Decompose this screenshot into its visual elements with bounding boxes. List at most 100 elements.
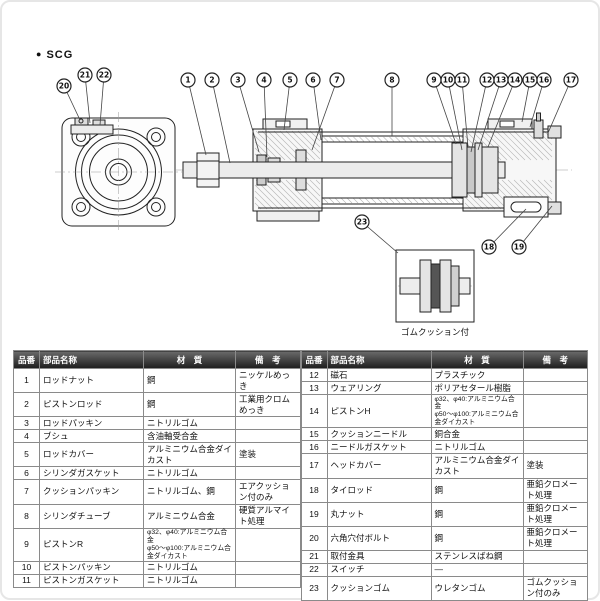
callout-balloon-14: 14 [507,72,523,88]
callout-number: 4 [261,76,266,85]
cell-name: ピストンガスケット [39,573,144,588]
cell-note [522,549,588,564]
series-label: ●SCG [36,49,73,61]
callout-leaders [63,74,572,254]
cell-no: 11 [13,573,40,588]
col-header-name: 部品名称 [39,350,144,369]
leader-line-23 [361,221,399,254]
cell-material: ニトリルゴム、鋼 [143,479,236,505]
callout-balloon-11: 11 [454,72,470,88]
callout-number: 19 [514,243,524,252]
cell-material: φ32、φ40:アルミニウム合金 φ50～φ100:アルミニウム合金ダイカスト [143,527,236,562]
cell-name: ピストンパッキン [39,560,144,575]
callout-number: 6 [310,76,315,85]
leader-line-2 [211,79,231,164]
callout-balloon-1: 1 [180,72,196,88]
rod-packing [256,154,267,163]
col-header-material: 材 質 [430,350,524,369]
cell-note [235,429,301,444]
cell-note: 亜鉛クロメート処理 [522,477,588,503]
callout-number: 20 [59,82,69,91]
cell-name: ロッドパッキン [39,416,144,431]
cell-no: 19 [300,501,328,527]
cell-no: 17 [300,453,328,479]
cell-name: クッションパッキン [39,479,144,505]
bullet-icon: ● [36,49,43,59]
cell-no: 10 [13,560,40,575]
cell-material: プラスチック [430,367,524,383]
leader-line-3 [237,79,260,153]
cell-name: シリンダチューブ [39,503,144,529]
callout-balloon-15: 15 [522,72,538,88]
callout-number: 7 [334,76,339,85]
cell-note [522,367,588,383]
detail-caption: ゴムクッション付 [400,327,469,337]
cell-no: 6 [13,466,40,481]
cell-material: ニトリルゴム [430,440,524,455]
cell-material: 鋼 [430,477,524,503]
leader-line-4 [263,79,268,158]
cell-note [522,427,588,442]
callout-number: 21 [80,71,90,80]
cell-no: 16 [300,440,328,455]
cell-note [235,466,301,481]
cell-material: アルミニウム合金ダイカスト [430,453,524,479]
callout-number: 18 [484,243,494,252]
col-header-material: 材 質 [143,350,236,369]
col-header-no: 品番 [13,350,40,369]
leader-line-19 [518,205,553,248]
callout-balloon-6: 6 [305,72,321,88]
front-view [55,112,182,232]
cushion-needle [533,119,544,139]
callout-number: 8 [389,76,394,85]
cell-material: 鋼 [430,525,524,551]
cell-material: アルミニウム合金ダイカスト [143,442,236,468]
leader-line-14 [487,79,516,148]
cell-no: 20 [300,525,328,551]
cushion-packing [295,149,307,163]
cell-note [522,440,588,455]
callout-number: 12 [482,76,492,85]
leader-line-6 [312,79,322,141]
cell-material: — [430,562,524,577]
cushion-detail-view [395,249,475,323]
cell-note [235,527,301,562]
cell-note: 工業用クロムめっき [235,392,301,418]
callout-balloon-3: 3 [230,72,246,88]
hex-socket-bolt [74,117,89,126]
cell-no: 14 [300,394,328,429]
cell-material: ウレタンゴム [430,575,524,601]
leader-line-12 [470,79,488,153]
callout-balloon-12: 12 [479,72,495,88]
callout-number: 2 [209,76,214,85]
piston-h [481,146,499,194]
callout-number: 15 [525,76,535,85]
cell-note: 硬質アルマイト処理 [235,503,301,529]
series-name: SCG [46,49,74,61]
callout-balloon-19: 19 [511,239,527,255]
cell-name: ブシュ [39,429,144,444]
callout-number: 5 [287,76,292,85]
callout-balloon-13: 13 [493,72,509,88]
cell-no: 12 [300,367,328,383]
cell-name: ピストンH [326,394,432,429]
cell-no: 13 [300,381,328,396]
leader-line-17 [547,79,572,134]
bush [267,157,281,163]
cell-no: 23 [300,575,328,601]
